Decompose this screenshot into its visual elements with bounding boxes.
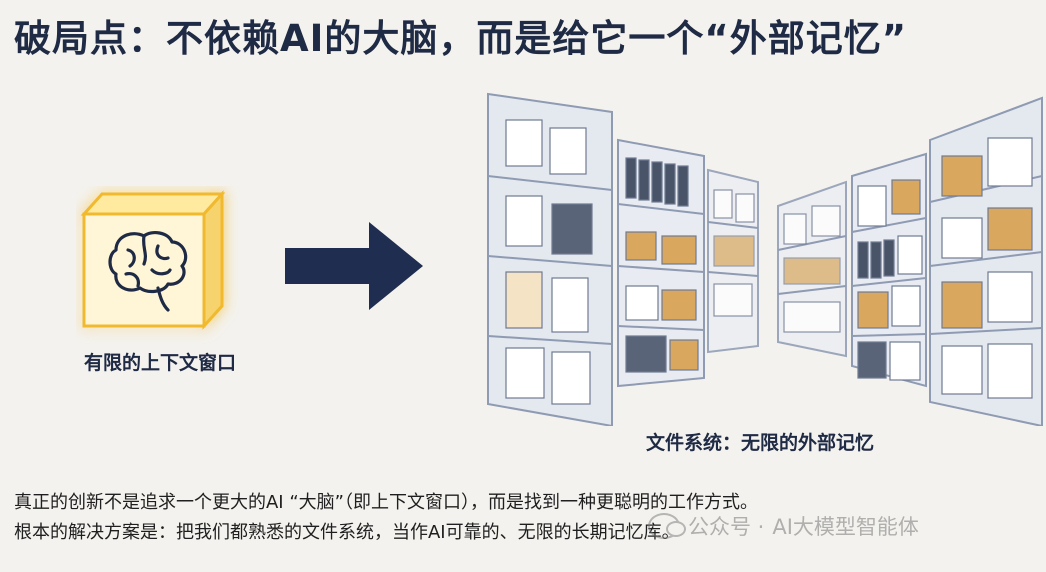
file-archive-illustration <box>487 92 1043 426</box>
watermark-name: AI大模型智能体 <box>772 515 919 539</box>
right-arrow-icon <box>285 222 423 310</box>
wechat-icon <box>648 513 686 539</box>
file-system-caption: 文件系统：无限的外部记忆 <box>645 432 874 454</box>
summary-text: 真正的创新不是追求一个更大的AI “大脑”（即上下文窗口），而是找到一种更聪明的… <box>14 488 1034 548</box>
watermark: 公众号 · AI大模型智能体 <box>648 511 919 541</box>
summary-line-1: 真正的创新不是追求一个更大的AI “大脑”（即上下文窗口），而是找到一种更聪明的… <box>14 492 758 513</box>
page-title: 破局点：不依赖AI的大脑，而是给它一个“外部记忆” <box>14 17 908 60</box>
context-window-panel: 有限的上下文窗口 <box>40 180 280 380</box>
brain-icon <box>108 231 188 312</box>
watermark-prefix: 公众号 · <box>688 515 765 539</box>
context-window-caption: 有限的上下文窗口 <box>83 352 236 374</box>
summary-line-2: 根本的解决方案是：把我们都熟悉的文件系统，当作AI可靠的、无限的长期记忆库。 <box>14 522 680 543</box>
context-window-cube <box>80 190 226 330</box>
